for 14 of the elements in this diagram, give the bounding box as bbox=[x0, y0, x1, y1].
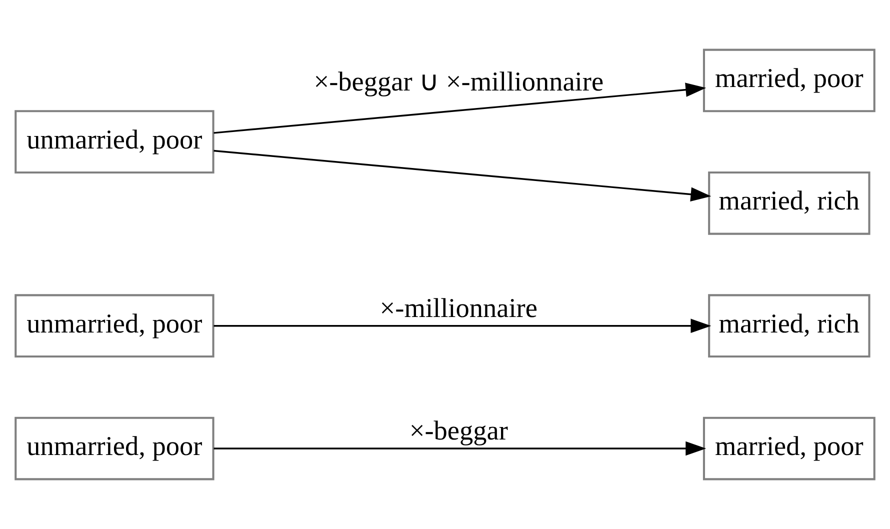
node-box: unmarried, poor bbox=[14, 294, 214, 358]
node-box: married, poor bbox=[702, 48, 876, 112]
arrow bbox=[214, 150, 712, 202]
edge-label: ×-millionnaire bbox=[380, 292, 538, 323]
arrow bbox=[214, 441, 706, 456]
edge-label: ×-beggar ∪ ×-millionnaire bbox=[314, 66, 604, 96]
node-box: unmarried, poor bbox=[14, 416, 214, 480]
arrow bbox=[214, 82, 706, 134]
node-box: married, poor bbox=[702, 416, 876, 480]
node-box: married, rich bbox=[708, 294, 870, 358]
arrow bbox=[214, 318, 712, 333]
node-box: unmarried, poor bbox=[14, 110, 214, 174]
node-box: married, rich bbox=[708, 171, 870, 235]
edge-label: ×-beggar bbox=[409, 416, 508, 446]
